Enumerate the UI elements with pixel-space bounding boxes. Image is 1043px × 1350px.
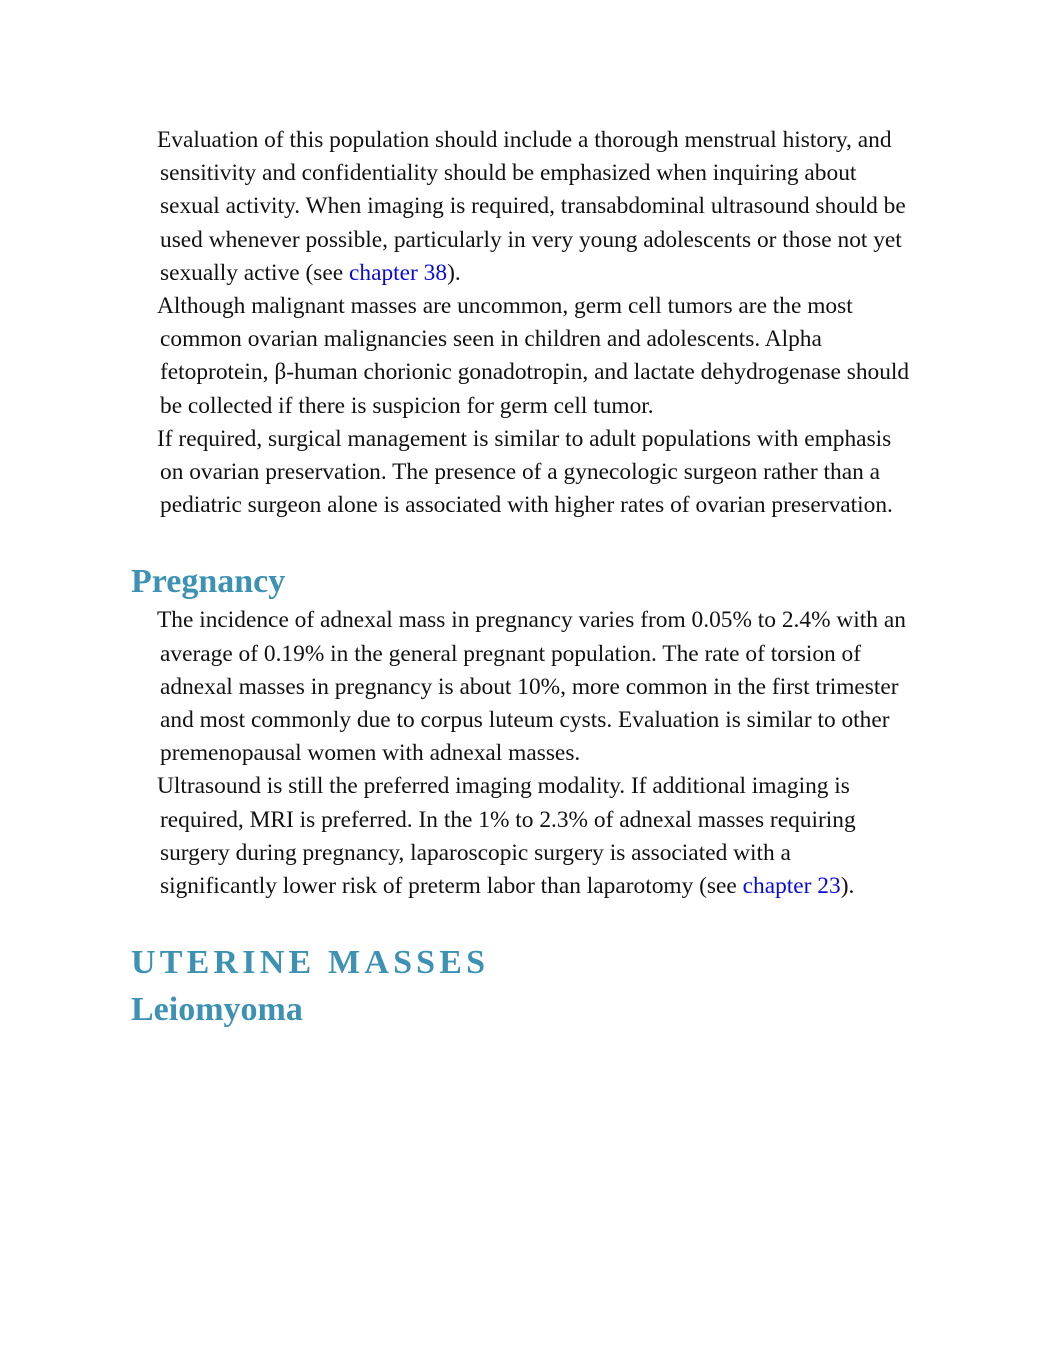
page-content: Evaluation of this population should inc… (131, 124, 911, 1030)
paragraph-text-end: ). (840, 873, 855, 900)
paragraph-text: Evaluation of this population should inc… (157, 127, 906, 286)
paragraph-adolescent-evaluation: Evaluation of this population should inc… (157, 124, 910, 290)
paragraph-pregnancy-incidence: The incidence of adnexal mass in pregnan… (157, 604, 910, 770)
paragraph-pregnancy-imaging: Ultrasound is still the preferred imagin… (157, 770, 910, 903)
heading-uterine-masses: UTERINE MASSES (131, 944, 490, 982)
link-chapter-23[interactable]: chapter 23 (742, 873, 841, 900)
heading-pregnancy: Pregnancy (131, 563, 286, 601)
heading-leiomyoma: Leiomyoma (131, 991, 303, 1029)
paragraph-text: The incidence of adnexal mass in pregnan… (157, 607, 906, 767)
paragraph-adolescent-malignancy: Although malignant masses are uncommon, … (157, 290, 910, 423)
paragraph-text-end: ). (447, 259, 461, 286)
paragraph-text: Ultrasound is still the preferred imagin… (157, 773, 856, 900)
link-chapter-38[interactable]: chapter 38 (349, 259, 448, 286)
paragraph-text: If required, surgical management is simi… (157, 425, 893, 519)
paragraph-adolescent-surgery: If required, surgical management is simi… (157, 423, 910, 523)
paragraph-text: Although malignant masses are uncommon, … (157, 293, 910, 419)
